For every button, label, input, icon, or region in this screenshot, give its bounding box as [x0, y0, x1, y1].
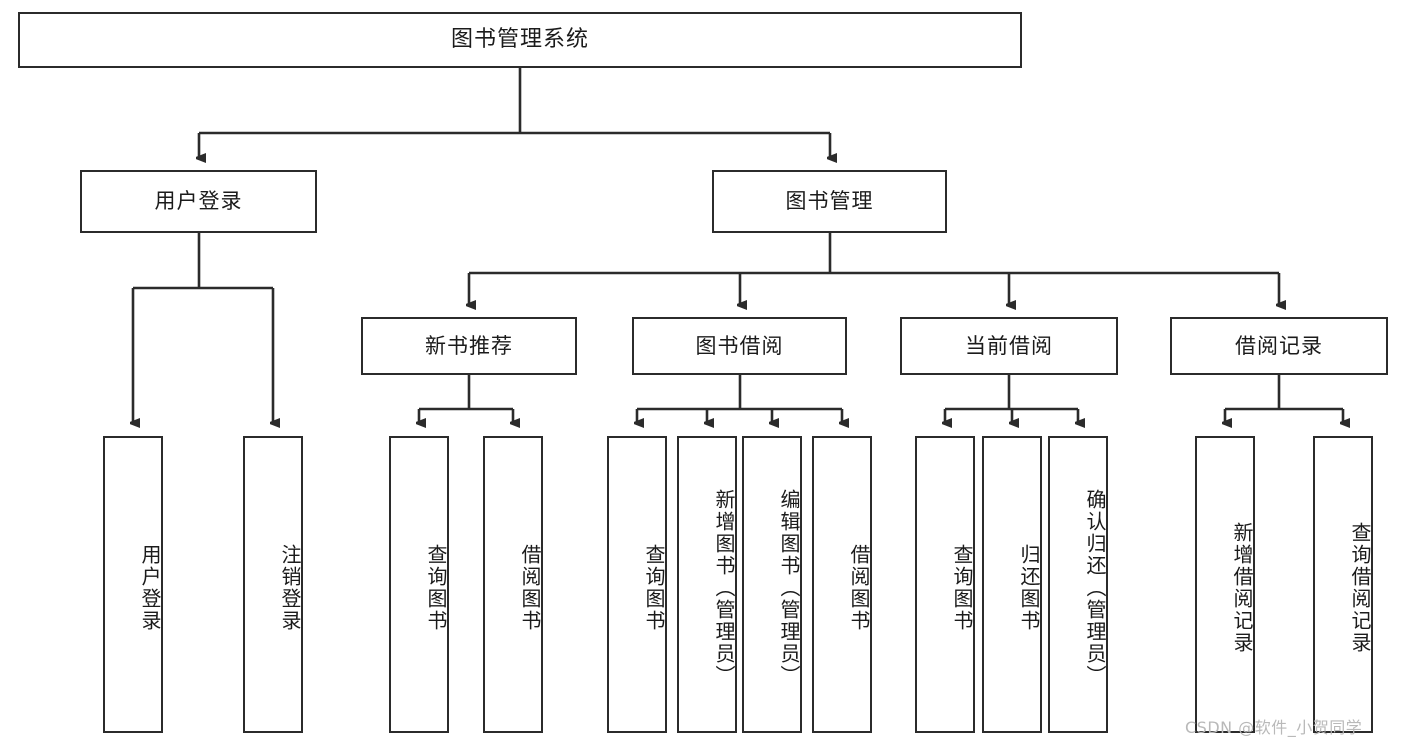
- leaf-borrow-query-book[interactable]: 查询图书: [607, 436, 667, 733]
- node-label: 图书借阅: [695, 333, 784, 358]
- node-label: 查询图书: [642, 543, 666, 632]
- node-label: 查询图书: [950, 543, 974, 632]
- node-label: 查询借阅记录: [1348, 521, 1372, 654]
- leaf-borrow-edit-book-admin[interactable]: 编辑图书（管理员）: [742, 436, 802, 733]
- leaf-user-login-login[interactable]: 用户登录: [103, 436, 163, 733]
- node-label: 借阅图书: [847, 543, 871, 632]
- node-label: 用户登录: [138, 543, 162, 632]
- node-current-borrow[interactable]: 当前借阅: [900, 317, 1118, 375]
- node-label: 归还图书: [1017, 543, 1041, 632]
- node-label: 查询图书: [424, 543, 448, 632]
- node-label: 图书管理: [785, 189, 874, 214]
- node-label: 编辑图书（管理员）: [777, 488, 801, 687]
- node-label: 图书管理系统: [450, 27, 589, 53]
- node-user-login[interactable]: 用户登录: [80, 170, 317, 233]
- leaf-current-query-book[interactable]: 查询图书: [915, 436, 975, 733]
- leaf-borrow-add-book-admin[interactable]: 新增图书（管理员）: [677, 436, 737, 733]
- leaf-user-login-logout[interactable]: 注销登录: [243, 436, 303, 733]
- leaf-new-book-borrow[interactable]: 借阅图书: [483, 436, 543, 733]
- node-label: 新增图书（管理员）: [712, 488, 736, 687]
- node-label: 当前借阅: [965, 333, 1053, 358]
- node-book-management[interactable]: 图书管理: [712, 170, 947, 233]
- leaf-record-query-record[interactable]: 查询借阅记录: [1313, 436, 1373, 733]
- leaf-current-confirm-return-admin[interactable]: 确认归还（管理员）: [1048, 436, 1108, 733]
- csdn-watermark: CSDN @软件_小贺同学: [1185, 718, 1363, 737]
- node-label: 注销登录: [278, 543, 302, 632]
- leaf-borrow-borrow-book[interactable]: 借阅图书: [812, 436, 872, 733]
- node-label: 确认归还（管理员）: [1083, 488, 1107, 687]
- node-label: 用户登录: [154, 189, 243, 214]
- node-root-library-system[interactable]: 图书管理系统: [18, 12, 1022, 68]
- node-label: 借阅图书: [518, 543, 542, 632]
- node-label: 新增借阅记录: [1230, 521, 1254, 654]
- leaf-record-add-record[interactable]: 新增借阅记录: [1195, 436, 1255, 733]
- leaf-current-return-book[interactable]: 归还图书: [982, 436, 1042, 733]
- node-borrow-record[interactable]: 借阅记录: [1170, 317, 1388, 375]
- node-label: 新书推荐: [425, 333, 513, 358]
- node-new-book-recommend[interactable]: 新书推荐: [361, 317, 577, 375]
- node-book-borrow[interactable]: 图书借阅: [632, 317, 847, 375]
- leaf-new-book-query[interactable]: 查询图书: [389, 436, 449, 733]
- node-label: 借阅记录: [1235, 333, 1323, 358]
